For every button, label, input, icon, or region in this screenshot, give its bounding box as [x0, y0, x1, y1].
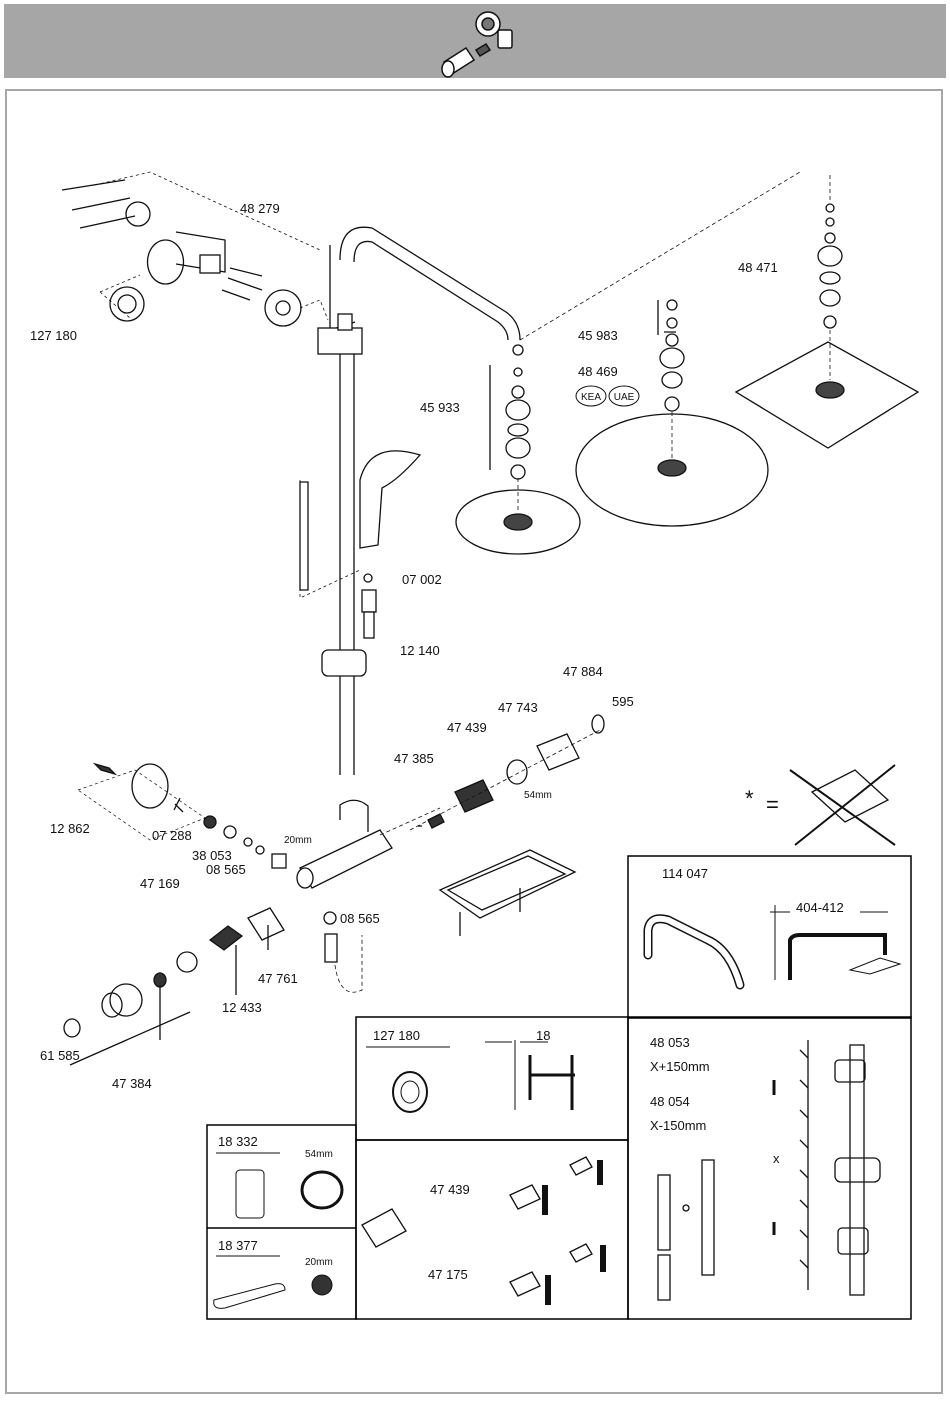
- label-595: 595: [612, 694, 634, 709]
- cartridge-part-2: 47 175: [428, 1267, 468, 1282]
- shelf: [440, 850, 575, 936]
- rail-part-2: 48 054: [650, 1094, 690, 1109]
- label-127180: 127 180: [30, 328, 77, 343]
- label-47169: 47 169: [140, 876, 180, 891]
- round-head-small: [456, 345, 580, 554]
- label-47439: 47 439: [447, 720, 487, 735]
- badge-uae: UAE: [609, 386, 639, 406]
- label-45933: 45 933: [420, 400, 460, 415]
- label-47761: 47 761: [258, 971, 298, 986]
- label-48471: 48 471: [738, 260, 778, 275]
- label-08565a: 08 565: [206, 862, 246, 877]
- not-included-star: *: [745, 786, 754, 811]
- label-47884: 47 884: [563, 664, 603, 679]
- label-54mm: 54mm: [524, 790, 552, 801]
- panel-rosette: 127 180 18: [366, 1028, 575, 1112]
- label-12862: 12 862: [50, 821, 90, 836]
- right-cartridge-assembly: [380, 715, 604, 835]
- cartridge-part-1: 47 439: [430, 1182, 470, 1197]
- flow-handle: [64, 908, 284, 1065]
- label-47743: 47 743: [498, 700, 538, 715]
- panel-rail: 48 053 X+150mm 48 054 X-150mm x: [650, 1035, 880, 1300]
- part-labels: 48 279 127 180 48 471 45 983 48 469 45 9…: [30, 201, 779, 1091]
- label-08565b: 08 565: [340, 911, 380, 926]
- temperature-handle: [78, 764, 286, 868]
- tool-1-size: 54mm: [305, 1149, 333, 1160]
- arm-dimension: 404-412: [796, 900, 844, 915]
- rail-extension-2: X-150mm: [650, 1118, 706, 1133]
- svg-text:KEA: KEA: [581, 392, 601, 403]
- label-20mm: 20mm: [284, 835, 312, 846]
- riser-pipe: [318, 227, 520, 775]
- tool-2-size: 20mm: [305, 1257, 333, 1268]
- badge-kea: KEA: [576, 386, 606, 406]
- svg-text:UAE: UAE: [614, 392, 635, 403]
- label-07288: 07 288: [152, 828, 192, 843]
- label-61585: 61 585: [40, 1048, 80, 1063]
- not-included-equals: =: [766, 792, 779, 817]
- tool-2-number: 18 377: [218, 1238, 258, 1253]
- label-12140: 12 140: [400, 643, 440, 658]
- arm-part-number: 114 047: [662, 866, 708, 881]
- detail-panels: [207, 856, 911, 1319]
- wall-bracket-assembly: [62, 172, 328, 326]
- label-45983: 45 983: [578, 328, 618, 343]
- label-07002: 07 002: [402, 572, 442, 587]
- square-head: [520, 172, 918, 448]
- label-47385: 47 385: [394, 751, 434, 766]
- rosette-part-number: 127 180: [373, 1028, 420, 1043]
- not-included-symbol: [790, 765, 895, 845]
- rail-part-1: 48 053: [650, 1035, 690, 1050]
- panel-cartridge: 47 439 47 175: [362, 1157, 603, 1305]
- label-47384: 47 384: [112, 1076, 152, 1091]
- tool-1-number: 18 332: [218, 1134, 258, 1149]
- rail-x-label: x: [773, 1151, 780, 1166]
- label-12433: 12 433: [222, 1000, 262, 1015]
- label-38053: 38 053: [192, 848, 232, 863]
- thermostat-body: [297, 800, 392, 992]
- panel-shower-arm: 114 047 404-412: [648, 866, 900, 985]
- label-48279: 48 279: [240, 201, 280, 216]
- rail-extension-1: X+150mm: [650, 1059, 710, 1074]
- rosette-dimension: 18: [536, 1028, 550, 1043]
- label-48469: 48 469: [578, 364, 618, 379]
- panel-tools: 18 332 54mm 18 377 20mm: [214, 1134, 342, 1308]
